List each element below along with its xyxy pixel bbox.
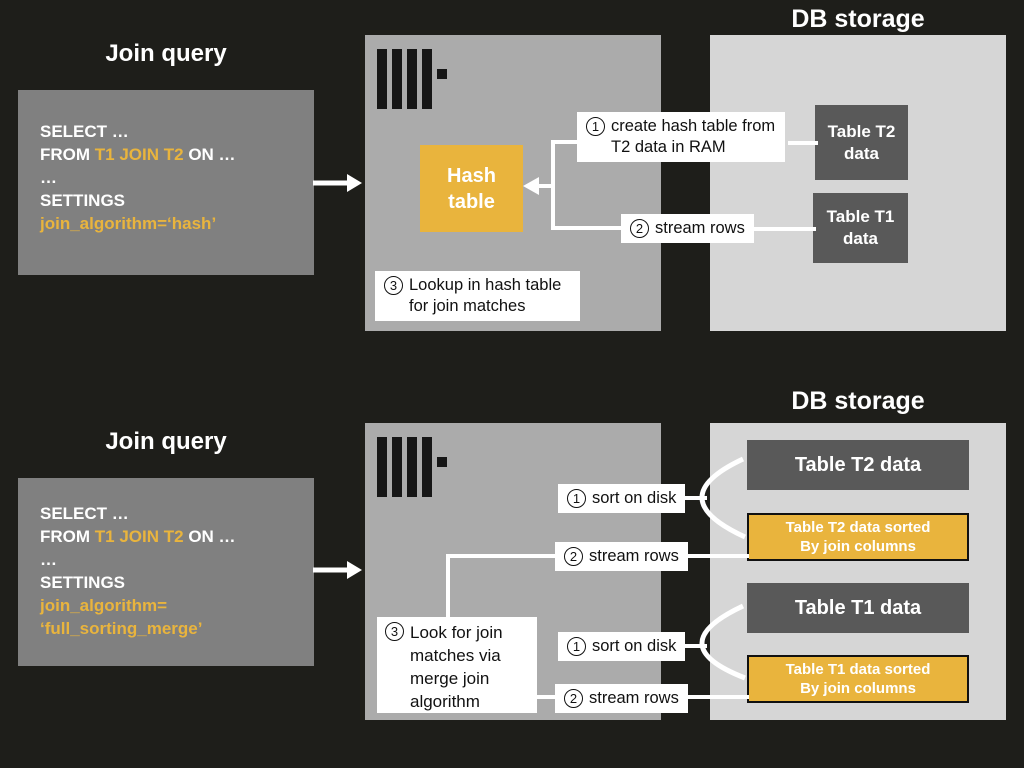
step-number-badge: 3: [385, 622, 404, 641]
sorted-line-2: By join columns: [800, 680, 916, 697]
sql-settings-line: SETTINGS: [40, 191, 126, 210]
db-storage-title: DB storage: [791, 5, 925, 33]
sql-settings-line: SETTINGS: [40, 573, 126, 592]
hash-table-box: Hash table: [420, 145, 523, 232]
hash-join-query-box: SELECT … FROM T1 JOIN T2 ON … … SETTINGS…: [18, 90, 314, 275]
step3-lookup-label: 3 Lookup in hash table for join matches: [375, 271, 580, 321]
step3-merge-join-label: 3 Look for join matches via merge join a…: [377, 617, 537, 713]
sql-join-highlight: T1 JOIN T2: [94, 145, 184, 164]
stream-rows-t2-label: 2 stream rows: [555, 542, 688, 571]
step-text: stream rows: [589, 689, 679, 707]
step2-stream-rows-label: 2 stream rows: [621, 214, 754, 243]
sql-ellipsis-line: …: [40, 168, 57, 187]
sql-select-line: SELECT …: [40, 122, 129, 141]
merge-join-query-title: Join query: [105, 428, 227, 455]
step-number-badge: 3: [384, 276, 403, 295]
step-text: stream rows: [655, 219, 745, 237]
sql-from-line: FROM T1 JOIN T2 ON …: [40, 145, 236, 164]
sort-on-disk-t2-label: 1 sort on disk: [558, 484, 686, 513]
step-number-badge: 2: [564, 689, 583, 708]
arrow-right-head-icon: [347, 561, 362, 579]
table-t1-sorted-box: Table T1 data sorted By join columns: [747, 655, 969, 703]
step-number-badge: 1: [567, 637, 586, 656]
clickhouse-logo-icon: [377, 437, 447, 497]
sql-algorithm-line-1: join_algorithm=: [40, 596, 168, 615]
step-number-badge: 1: [586, 117, 605, 136]
step-number-badge: 2: [630, 219, 649, 238]
stream-rows-t1-label: 2 stream rows: [555, 684, 688, 713]
sorted-line-1: Table T2 data sorted: [785, 519, 931, 536]
step-text: Lookup in hash table for join matches: [409, 276, 562, 315]
step-number-badge: 2: [564, 547, 583, 566]
table-t2-sorted-box: Table T2 data sorted By join columns: [747, 513, 969, 561]
step-text: Look for join matches via merge join alg…: [410, 623, 503, 711]
table-t2-data-box: Table T2 data: [747, 440, 969, 490]
sql-select-line: SELECT …: [40, 504, 129, 523]
sql-ellipsis-line: …: [40, 550, 57, 569]
step-text: sort on disk: [592, 637, 677, 655]
step-text: create hash table from T2 data in RAM: [611, 117, 776, 156]
db-storage-title: DB storage: [791, 387, 925, 415]
step1-create-hash-table-label: 1 create hash table from T2 data in RAM: [577, 112, 785, 162]
table-t2-data-box: Table T2 data: [815, 105, 908, 180]
sort-on-disk-t1-label: 1 sort on disk: [558, 632, 686, 661]
sql-join-highlight: T1 JOIN T2: [94, 527, 184, 546]
step-number-badge: 1: [567, 489, 586, 508]
step-text: sort on disk: [592, 489, 677, 507]
sql-algorithm-line-2: ‘full_sorting_merge’: [40, 619, 203, 638]
sql-from-line: FROM T1 JOIN T2 ON …: [40, 527, 236, 546]
sorted-line-2: By join columns: [800, 538, 916, 555]
hash-join-query-title: Join query: [105, 40, 227, 67]
db-storage-box: [710, 35, 1006, 331]
sql-algorithm-line: join_algorithm=‘hash’: [40, 214, 217, 233]
arrow-right-head-icon: [347, 174, 362, 192]
table-t1-data-box: Table T1 data: [747, 583, 969, 633]
step-text: stream rows: [589, 547, 679, 565]
merge-join-query-box: SELECT … FROM T1 JOIN T2 ON … … SETTINGS…: [18, 478, 314, 666]
table-t1-data-box: Table T1 data: [813, 193, 908, 263]
sorted-line-1: Table T1 data sorted: [785, 661, 931, 678]
clickhouse-logo-icon: [377, 49, 447, 109]
